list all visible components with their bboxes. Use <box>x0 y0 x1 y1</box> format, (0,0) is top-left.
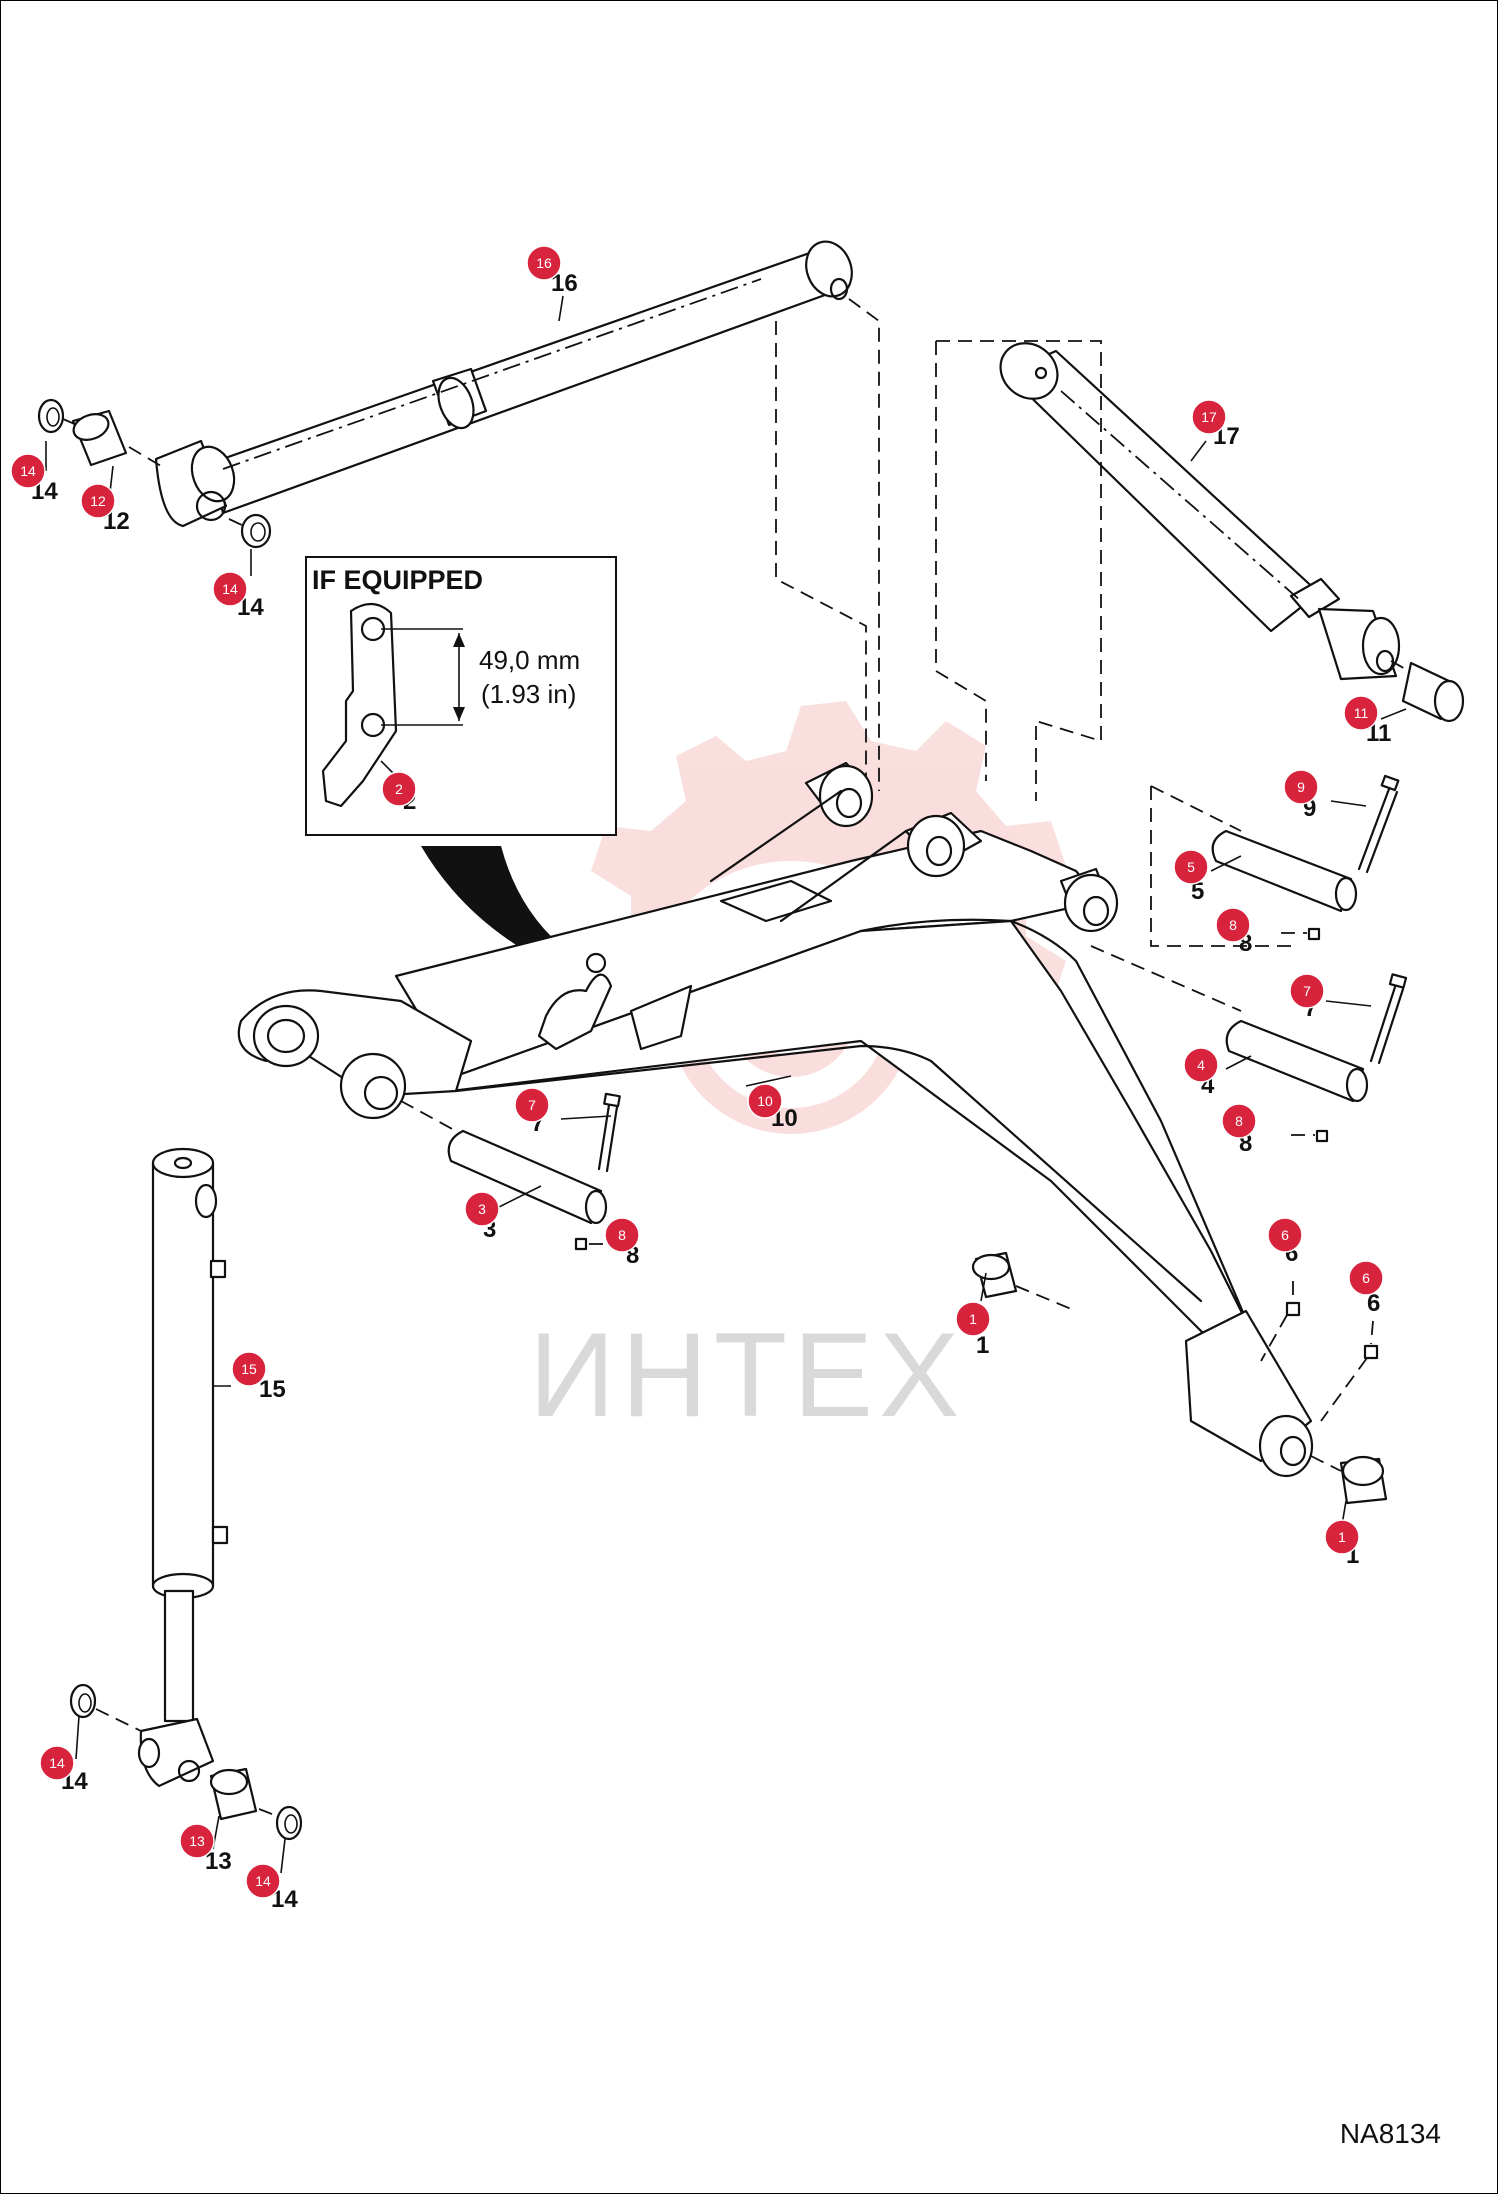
svg-text:17: 17 <box>1201 409 1217 425</box>
svg-text:8: 8 <box>1235 1113 1243 1129</box>
callout-badge-4[interactable]: 4 <box>1183 1047 1219 1083</box>
svg-text:7: 7 <box>528 1097 536 1113</box>
callout-badge-3[interactable]: 3 <box>464 1191 500 1227</box>
inset-if-equipped: IF EQUIPPED 49,0 mm (1.93 in) 2 <box>305 556 617 836</box>
callout-badge-10[interactable]: 10 <box>747 1083 783 1119</box>
bushing-12 <box>71 409 162 467</box>
washer-14-upper-right <box>228 513 272 549</box>
svg-text:5: 5 <box>1187 859 1195 875</box>
callout-badge-8-a[interactable]: 8 <box>1215 907 1251 943</box>
svg-text:14: 14 <box>255 1873 271 1889</box>
part-number-labels: 16 17 14 12 14 11 9 5 8 7 4 8 7 10 3 8 6… <box>31 270 1391 1913</box>
pin-5 <box>1211 829 1358 913</box>
callout-badge-14-c[interactable]: 14 <box>39 1745 75 1781</box>
callout-badge-13[interactable]: 13 <box>179 1823 215 1859</box>
callout-badge-14-d[interactable]: 14 <box>245 1863 281 1899</box>
svg-text:8: 8 <box>1229 917 1237 933</box>
svg-text:11: 11 <box>1354 705 1369 721</box>
svg-text:10: 10 <box>757 1093 773 1109</box>
svg-text:1: 1 <box>1338 1529 1346 1545</box>
callout-badge-7-a[interactable]: 7 <box>1289 973 1325 1009</box>
routing-line-right <box>936 340 1102 801</box>
svg-text:16: 16 <box>536 255 552 271</box>
svg-text:9: 9 <box>1297 779 1305 795</box>
arm-cylinder-17 <box>999 342 1401 681</box>
svg-text:3: 3 <box>478 1201 486 1217</box>
drawing-id: NA8134 <box>1340 2118 1441 2149</box>
bushing-1-lower <box>1310 1455 1388 1505</box>
boom-cylinder-16 <box>154 240 853 528</box>
routing-line-left <box>848 298 880 791</box>
part-number-6-b: 6 <box>1367 1290 1380 1317</box>
callout-badge-12[interactable]: 12 <box>80 483 116 519</box>
svg-text:14: 14 <box>222 581 238 597</box>
pin-4 <box>1225 1019 1369 1103</box>
callout-badge-16[interactable]: 16 <box>526 245 562 281</box>
svg-text:4: 4 <box>1197 1057 1205 1073</box>
bolt-7-lower <box>597 1092 621 1173</box>
svg-text:6: 6 <box>1362 1270 1370 1286</box>
callout-badge-17[interactable]: 17 <box>1191 399 1227 435</box>
bolt-9 <box>1357 774 1400 874</box>
bucket-cylinder-15 <box>137 1147 229 1788</box>
callout-badges: 16 17 14 12 14 2 11 9 5 8 7 4 8 7 10 3 8… <box>10 245 1384 1899</box>
part-number-1-a: 1 <box>976 1332 989 1359</box>
routing-line-right-2 <box>935 341 987 781</box>
bolt-7-upper <box>1369 973 1408 1065</box>
inset-title: IF EQUIPPED <box>312 565 483 595</box>
bushing-1-upper <box>971 1251 1077 1312</box>
washer-14-lower-left <box>69 1683 142 1732</box>
svg-text:8: 8 <box>618 1227 626 1243</box>
callout-badge-9[interactable]: 9 <box>1283 769 1319 805</box>
bushing-11 <box>1390 660 1465 723</box>
svg-text:14: 14 <box>20 463 36 479</box>
dimension-imperial: (1.93 in) <box>481 679 576 709</box>
routing-line-box <box>1150 786 1291 947</box>
svg-text:14: 14 <box>49 1755 65 1771</box>
callout-badge-14-a[interactable]: 14 <box>10 453 46 489</box>
callout-badge-1-a[interactable]: 1 <box>955 1301 991 1337</box>
part-number-15: 15 <box>259 1376 286 1403</box>
svg-text:12: 12 <box>90 493 106 509</box>
svg-text:7: 7 <box>1303 983 1311 999</box>
nut-8-middle <box>1291 1129 1329 1143</box>
nut-8-upper <box>1281 927 1321 941</box>
svg-text:2: 2 <box>395 781 403 797</box>
callout-badge-14-b[interactable]: 14 <box>212 571 248 607</box>
grease-fitting-6-left <box>1260 1281 1301 1362</box>
washer-14-upper-left <box>37 398 78 434</box>
callout-badge-8-c[interactable]: 8 <box>604 1217 640 1253</box>
watermark-text: ИНТЕХ <box>529 1308 965 1442</box>
callout-badge-2[interactable]: 2 <box>381 771 417 807</box>
svg-text:1: 1 <box>969 1311 977 1327</box>
svg-text:6: 6 <box>1281 1227 1289 1243</box>
callout-badge-6-a[interactable]: 6 <box>1267 1217 1303 1253</box>
pin-3 <box>400 1100 608 1225</box>
callout-badge-15[interactable]: 15 <box>231 1351 267 1387</box>
dimension-metric: 49,0 mm <box>479 645 580 675</box>
bushing-13 <box>209 1767 258 1821</box>
boom-10 <box>237 761 1314 1478</box>
washer-14-lower-right <box>258 1805 303 1841</box>
callout-badge-1-b[interactable]: 1 <box>1324 1519 1360 1555</box>
grease-fitting-6-right <box>1320 1320 1379 1422</box>
callout-badge-8-b[interactable]: 8 <box>1221 1103 1257 1139</box>
callout-badge-6-b[interactable]: 6 <box>1348 1260 1384 1296</box>
callout-badge-11[interactable]: 11 <box>1343 695 1379 731</box>
svg-text:15: 15 <box>241 1361 257 1377</box>
routing-line-left-2 <box>775 321 867 781</box>
callout-badge-7-b[interactable]: 7 <box>514 1087 550 1123</box>
bracket-part-2 <box>321 602 398 808</box>
svg-text:13: 13 <box>189 1833 205 1849</box>
part-number-5: 5 <box>1191 878 1204 905</box>
callout-badge-5[interactable]: 5 <box>1173 849 1209 885</box>
